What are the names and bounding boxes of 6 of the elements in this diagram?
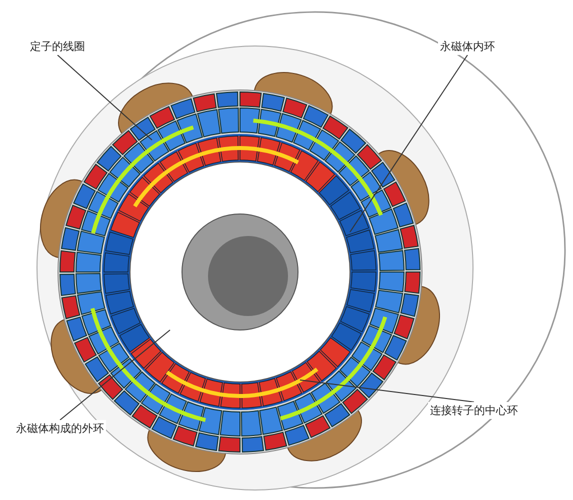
leader-line <box>300 380 474 402</box>
callout-label: 连接转子的中心环 <box>428 402 520 419</box>
callout-label: 永磁体内环 <box>438 38 497 55</box>
leader-line <box>57 54 152 140</box>
callout-label: 定子的线圈 <box>28 38 87 55</box>
leader-line <box>60 330 170 420</box>
